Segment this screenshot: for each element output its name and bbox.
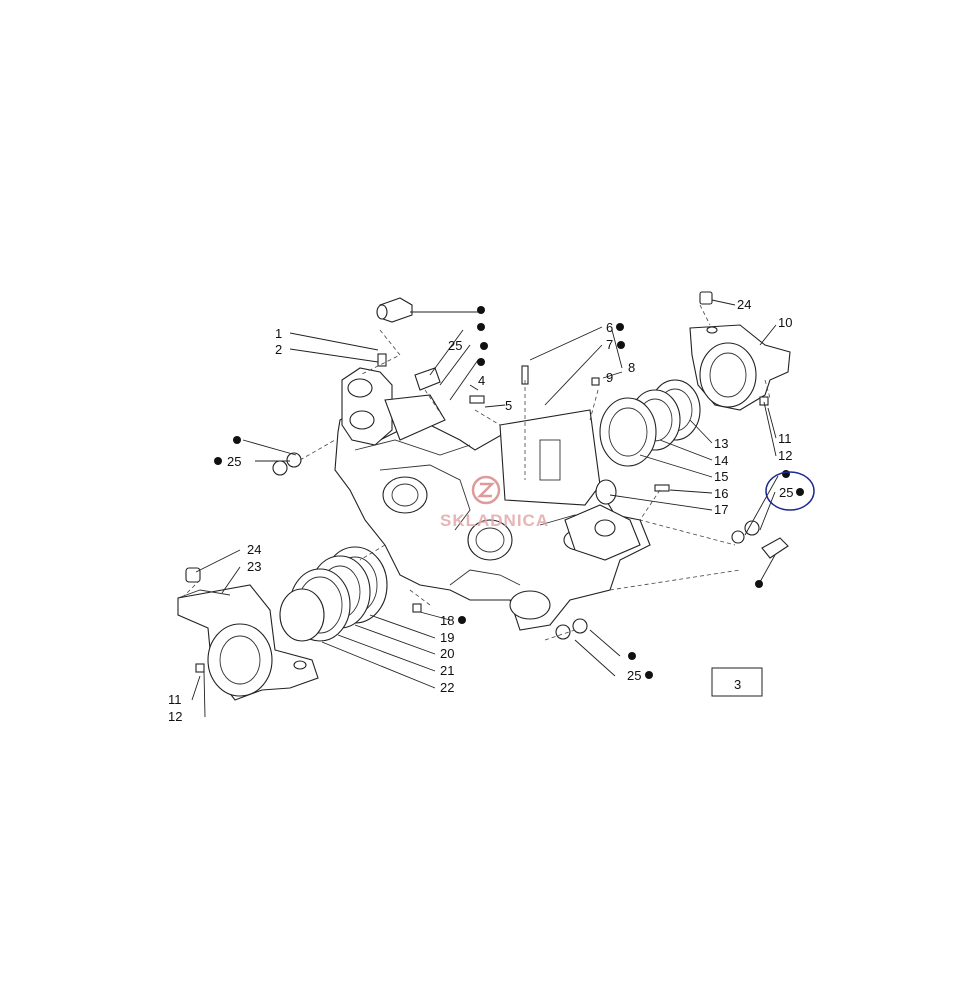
callout-15: 15 (714, 469, 728, 484)
callout-9: 9 (606, 370, 613, 385)
callout-7: 7 (606, 337, 613, 352)
callout-14: 14 (714, 453, 728, 468)
callout-6: 6 (606, 320, 613, 335)
watermark-text: SKLADNICA (440, 511, 549, 530)
callout-1: 1 (275, 326, 282, 341)
callout-25-top: 25 (448, 338, 462, 353)
callout-25-bottom: 25 (627, 668, 641, 683)
callout-11-right: 11 (778, 431, 792, 446)
callout-4: 4 (478, 373, 485, 388)
callout-12-right: 12 (778, 448, 792, 463)
callout-19: 19 (440, 630, 454, 645)
highlight-circle (765, 471, 815, 511)
left-support-bracket (177, 567, 319, 701)
assembly-paths (179, 304, 771, 641)
callout-11-left: 11 (168, 692, 182, 707)
callout-25-highlighted: 25 (779, 485, 793, 500)
bullet-markers (214, 306, 804, 688)
callout-23: 23 (247, 559, 261, 574)
callout-22: 22 (440, 680, 454, 695)
callout-20: 20 (440, 646, 454, 661)
callout-18: 18 (440, 613, 454, 628)
callout-17: 17 (714, 502, 728, 517)
callout-24-left: 24 (247, 542, 261, 557)
callout-10: 10 (778, 315, 792, 330)
callout-5: 5 (505, 398, 512, 413)
legend-label: 3 (734, 677, 741, 692)
callout-12-left: 12 (168, 709, 182, 724)
mounting-plate (499, 409, 617, 506)
right-trunnion (564, 504, 641, 561)
callout-24-right: 24 (737, 297, 751, 312)
callout-labels: 1 2 25 4 5 6 7 8 9 24 10 11 12 13 14 15 … (168, 297, 793, 724)
top-left-bracket (341, 367, 446, 446)
watermark-logo: SKLADNICA (440, 475, 549, 530)
callout-21: 21 (440, 663, 454, 678)
callout-8: 8 (628, 360, 635, 375)
right-support-bracket (689, 291, 791, 411)
callout-2: 2 (275, 342, 282, 357)
callout-25-left: 25 (227, 454, 241, 469)
callout-13: 13 (714, 436, 728, 451)
seal-rings-left (279, 546, 388, 642)
leader-lines (191, 299, 779, 718)
seal-rings-right (599, 379, 701, 467)
legend-box: 3 (711, 667, 763, 697)
small-parts (195, 297, 789, 673)
callout-16: 16 (714, 486, 728, 501)
